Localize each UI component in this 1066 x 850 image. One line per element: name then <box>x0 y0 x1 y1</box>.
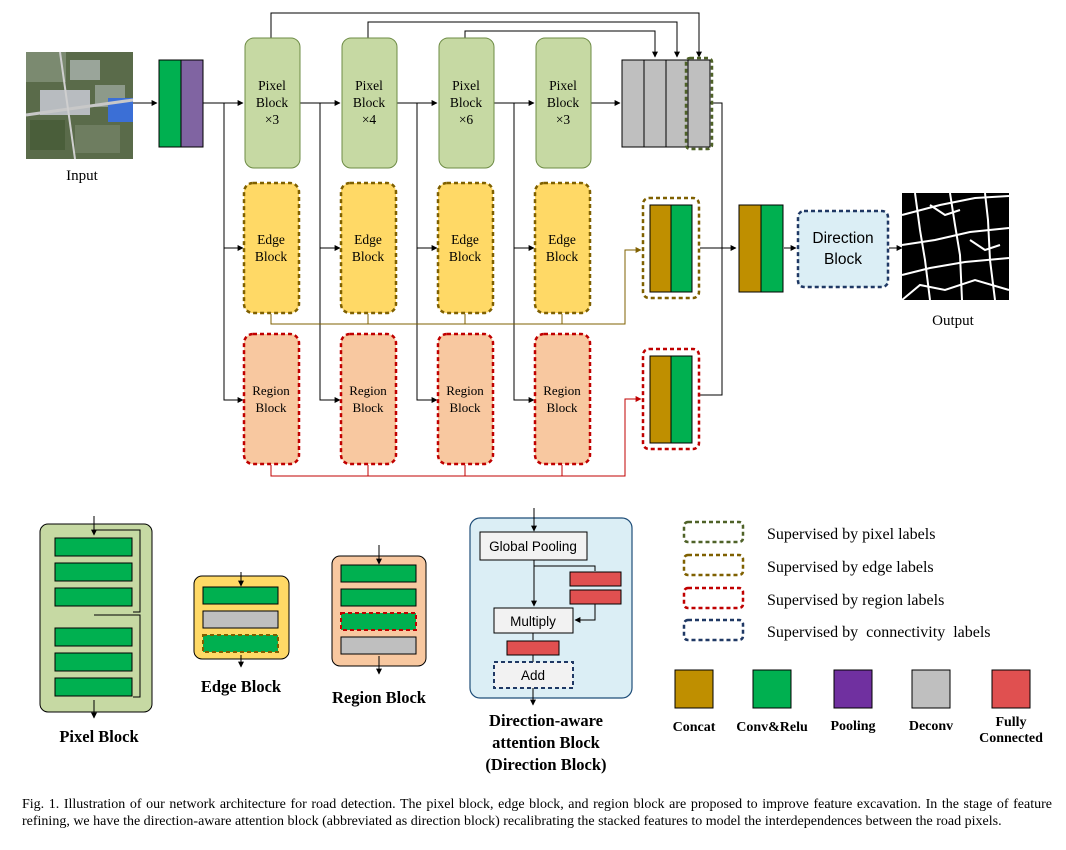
svg-text:Edge: Edge <box>257 232 285 247</box>
final-concat-stack <box>738 204 784 293</box>
legend-pooling-swatch <box>833 669 873 709</box>
region-concat-stack <box>641 347 701 451</box>
region-block-1: Region Block <box>242 332 301 466</box>
svg-text:Pixel: Pixel <box>452 78 480 93</box>
svg-text:Region: Region <box>543 383 581 398</box>
svg-text:Block: Block <box>256 95 288 110</box>
svg-text:Block: Block <box>547 95 579 110</box>
svg-text:Block: Block <box>824 251 862 268</box>
pixel-block-1: Pixel Block ×3 <box>244 37 301 169</box>
svg-text:Edge: Edge <box>354 232 382 247</box>
svg-text:Direction: Direction <box>812 230 873 247</box>
input-label: Input <box>66 168 98 184</box>
svg-text:Block: Block <box>449 400 481 415</box>
edge-block-4: Edge Block <box>533 181 592 315</box>
legend-pixel-label: Supervised by pixel labels <box>767 526 935 543</box>
svg-text:×6: ×6 <box>459 112 474 127</box>
detail-pixel-block <box>39 516 153 719</box>
svg-text:Block: Block <box>255 249 287 264</box>
svg-text:×3: ×3 <box>556 112 571 127</box>
detail-direction-block: Global Pooling Multiply Add <box>469 508 633 706</box>
svg-text:Block: Block <box>352 249 384 264</box>
edge-supervision-lines <box>270 247 642 325</box>
svg-text:Edge: Edge <box>451 232 479 247</box>
detail-edge-title: Edge Block <box>201 677 282 696</box>
svg-text:Region: Region <box>349 383 387 398</box>
detail-direction-title-2: attention Block <box>492 733 601 752</box>
legend-connectivity-label: Supervised by connectivity labels <box>767 624 991 641</box>
detail-region-block <box>331 545 427 675</box>
edge-block-3: Edge Block <box>436 181 495 315</box>
main-connections <box>203 12 903 403</box>
svg-text:Concat: Concat <box>673 720 716 735</box>
svg-text:Block: Block <box>353 95 385 110</box>
region-block-2: Region Block <box>339 332 398 466</box>
svg-text:Region: Region <box>252 383 290 398</box>
svg-text:Connected: Connected <box>979 731 1043 746</box>
region-supervision-lines <box>270 396 642 477</box>
legend-supervision: Supervised by pixel labels Supervised by… <box>682 520 991 642</box>
detail-edge-block <box>193 572 290 668</box>
svg-text:×4: ×4 <box>362 112 377 127</box>
legend-fc-swatch <box>991 669 1031 709</box>
legend-colors: Concat Conv&Relu Pooling Deconv Fully Co… <box>673 669 1043 746</box>
svg-text:Conv&Relu: Conv&Relu <box>736 720 808 735</box>
pixel-block-4: Pixel Block ×3 <box>535 37 592 169</box>
svg-text:Deconv: Deconv <box>909 719 953 734</box>
legend-concat-swatch <box>674 669 714 709</box>
svg-text:Pixel: Pixel <box>549 78 577 93</box>
direction-block-main: Direction Block <box>796 209 890 289</box>
edge-block-1: Edge Block <box>242 181 301 315</box>
svg-text:Multiply: Multiply <box>510 614 556 629</box>
pixel-block-2: Pixel Block ×4 <box>341 37 398 169</box>
svg-text:Edge: Edge <box>548 232 576 247</box>
svg-text:×3: ×3 <box>265 112 280 127</box>
detail-region-title: Region Block <box>332 688 427 707</box>
pixel-block-3: Pixel Block ×6 <box>438 37 495 169</box>
svg-text:Block: Block <box>546 249 578 264</box>
edge-block-2: Edge Block <box>339 181 398 315</box>
svg-text:Block: Block <box>255 400 287 415</box>
svg-text:Global Pooling: Global Pooling <box>489 539 577 554</box>
legend-edge-label: Supervised by edge labels <box>767 559 934 576</box>
region-block-4: Region Block <box>533 332 592 466</box>
output-image <box>901 192 1010 301</box>
figure-caption: Fig. 1. Illustration of our network arch… <box>22 797 1052 829</box>
svg-text:Block: Block <box>449 249 481 264</box>
legend-conv-swatch <box>752 669 792 709</box>
svg-text:Pixel: Pixel <box>258 78 286 93</box>
svg-text:Block: Block <box>546 400 578 415</box>
region-block-3: Region Block <box>436 332 495 466</box>
edge-concat-stack <box>641 196 701 300</box>
architecture-diagram: Input <box>25 12 1043 774</box>
legend-region-label: Supervised by region labels <box>767 592 944 609</box>
svg-text:Pooling: Pooling <box>830 719 875 734</box>
detail-pixel-title: Pixel Block <box>59 727 139 746</box>
detail-direction-title-1: Direction-aware <box>489 711 603 730</box>
svg-text:Add: Add <box>521 668 545 683</box>
stem-conv <box>158 59 182 148</box>
detail-direction-title-3: (Direction Block) <box>485 755 606 774</box>
svg-text:Block: Block <box>352 400 384 415</box>
output-label: Output <box>932 313 975 329</box>
input-image <box>25 51 134 160</box>
svg-text:Pixel: Pixel <box>355 78 383 93</box>
legend-deconv-swatch <box>911 669 951 709</box>
deconv-stack <box>621 56 714 151</box>
svg-text:Fully: Fully <box>995 715 1026 730</box>
svg-text:Region: Region <box>446 383 484 398</box>
svg-text:Block: Block <box>450 95 482 110</box>
stem-pool <box>180 59 204 148</box>
